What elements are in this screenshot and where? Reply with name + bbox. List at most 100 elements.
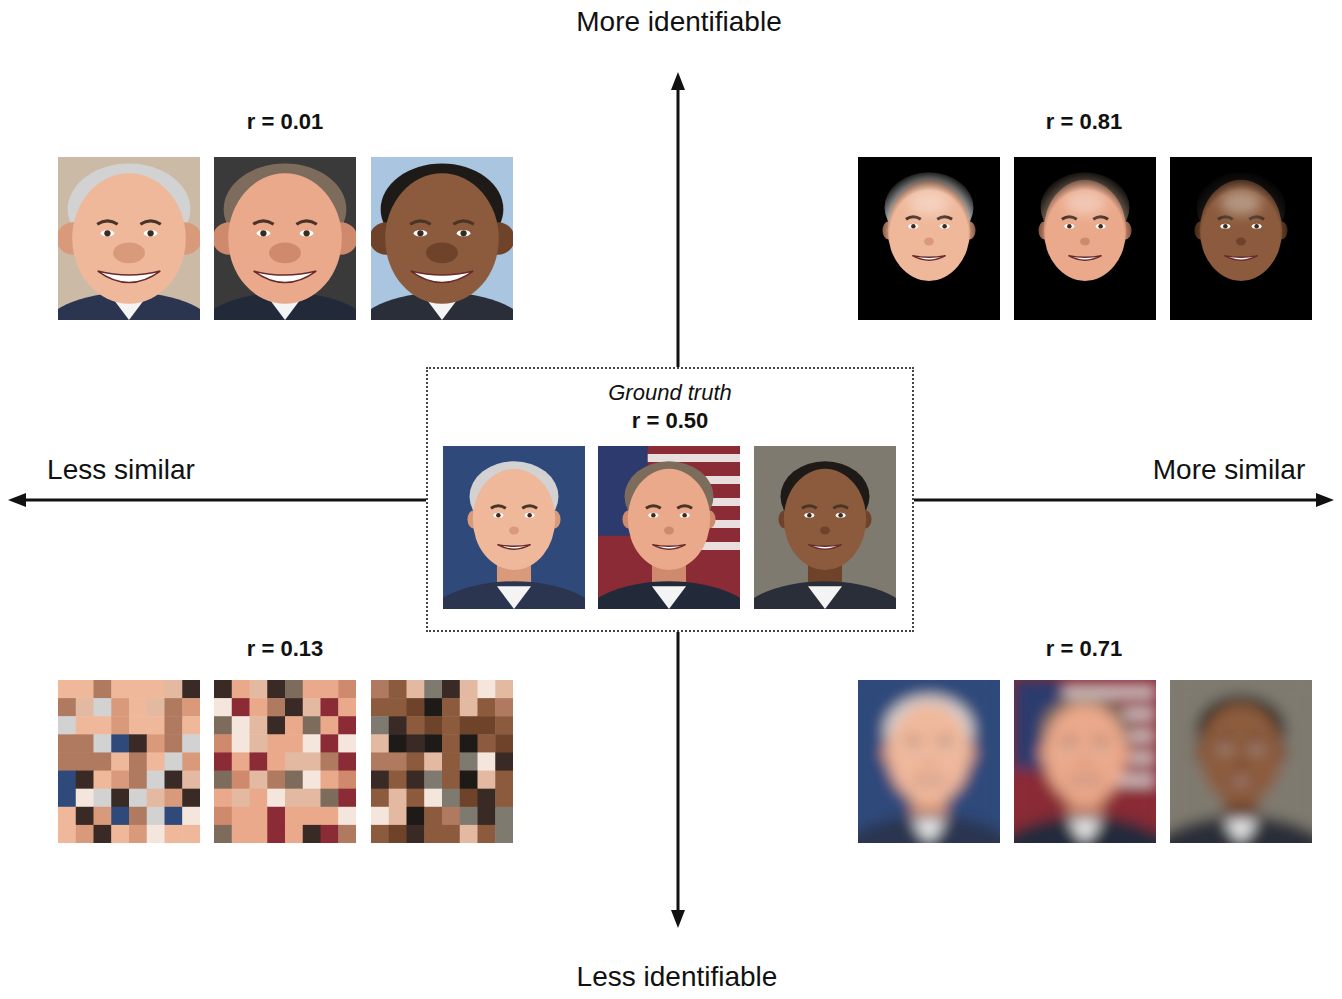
illustration-part (97, 221, 117, 224)
illustration-part (111, 771, 129, 790)
illustration-part (111, 734, 129, 753)
illustration-part (303, 716, 321, 735)
illustration-part (664, 526, 674, 534)
illustration-part (858, 815, 1000, 843)
illustration-part (111, 716, 129, 735)
illustration-part (653, 545, 686, 550)
illustration-part (836, 513, 846, 518)
correlation-value: r = 0.13 (247, 636, 323, 662)
illustration-part (495, 807, 513, 826)
illustration-part (924, 760, 934, 768)
face-image (1014, 157, 1156, 320)
illustration-part (912, 820, 946, 843)
illustration-part (809, 545, 842, 550)
illustration-part (478, 734, 496, 753)
illustration-part (371, 789, 389, 808)
illustration-part (58, 157, 200, 320)
illustration-part (371, 698, 389, 717)
axis-line (914, 499, 1320, 502)
illustration-part (111, 789, 129, 808)
illustration-part (321, 680, 339, 699)
illustration-part (495, 752, 513, 771)
illustration-part (411, 271, 473, 282)
illustration-part (267, 752, 285, 771)
illustration-part (407, 825, 425, 843)
illustration-part (321, 771, 339, 790)
axis-label: More identifiable (576, 6, 781, 38)
illustration-part (858, 157, 1000, 320)
illustration-part (460, 771, 478, 790)
illustration-part (182, 825, 200, 843)
illustration-part (804, 513, 814, 518)
illustration-part (269, 242, 301, 263)
illustration-part (303, 230, 309, 236)
illustration-part (478, 789, 496, 808)
illustration-part (442, 716, 460, 735)
illustration-part (58, 680, 76, 699)
illustration-part (232, 680, 250, 699)
illustration-part (424, 734, 442, 753)
illustration-part (478, 825, 496, 843)
illustration-part (1218, 740, 1233, 743)
illustration-part (1225, 779, 1258, 784)
illustration-part (182, 789, 200, 808)
illustration-part (478, 680, 496, 699)
illustration-part (214, 825, 232, 843)
illustration-part (285, 771, 303, 790)
illustration-part (371, 734, 389, 753)
illustration-part (214, 752, 232, 771)
illustration-part (426, 242, 458, 263)
illustration-part (495, 734, 513, 753)
illustration-part (214, 680, 232, 699)
illustration-part (165, 752, 183, 771)
correlation-value: r = 0.71 (1046, 636, 1122, 662)
illustration-part (76, 789, 94, 808)
illustration-part (165, 734, 183, 753)
illustration-part (285, 807, 303, 826)
illustration-part (111, 825, 129, 843)
illustration-part (58, 698, 76, 717)
illustration-part (1062, 740, 1077, 743)
illustration-part (497, 586, 531, 609)
illustration-part (129, 734, 147, 753)
illustration-part (820, 526, 830, 534)
illustration-part (808, 586, 842, 609)
illustration-part (321, 752, 339, 771)
illustration-part (321, 698, 339, 717)
illustration-part (250, 825, 268, 843)
illustration-part (303, 752, 321, 771)
illustration-part (460, 789, 478, 808)
illustration-part (417, 230, 423, 236)
illustration-part (371, 157, 513, 320)
illustration-part (442, 825, 460, 843)
illustration-part (424, 789, 442, 808)
illustration-part (385, 173, 499, 303)
illustration-part (680, 513, 690, 518)
illustration-part (303, 680, 321, 699)
illustration-part (371, 807, 389, 826)
illustration-part (303, 825, 321, 843)
arrow-head (1316, 493, 1334, 507)
illustration-part (111, 807, 129, 826)
illustration-part (94, 807, 112, 826)
illustration-part (460, 825, 478, 843)
illustration-part (267, 771, 285, 790)
illustration-part (1064, 688, 1156, 696)
illustration-part (1014, 680, 1156, 843)
illustration-part (267, 734, 285, 753)
illustration-part (442, 771, 460, 790)
illustration-part (913, 779, 946, 784)
illustration-part (389, 825, 407, 843)
illustration-part (104, 230, 110, 236)
illustration-part (147, 716, 165, 735)
illustration-part (1014, 157, 1156, 320)
illustration-part (754, 581, 896, 609)
illustration-part (182, 752, 200, 771)
illustration-part (509, 526, 519, 534)
illustration-part (1014, 157, 1156, 320)
illustration-part (129, 825, 147, 843)
illustration-part (267, 789, 285, 808)
illustration-part (338, 698, 356, 717)
illustration-part (338, 807, 356, 826)
